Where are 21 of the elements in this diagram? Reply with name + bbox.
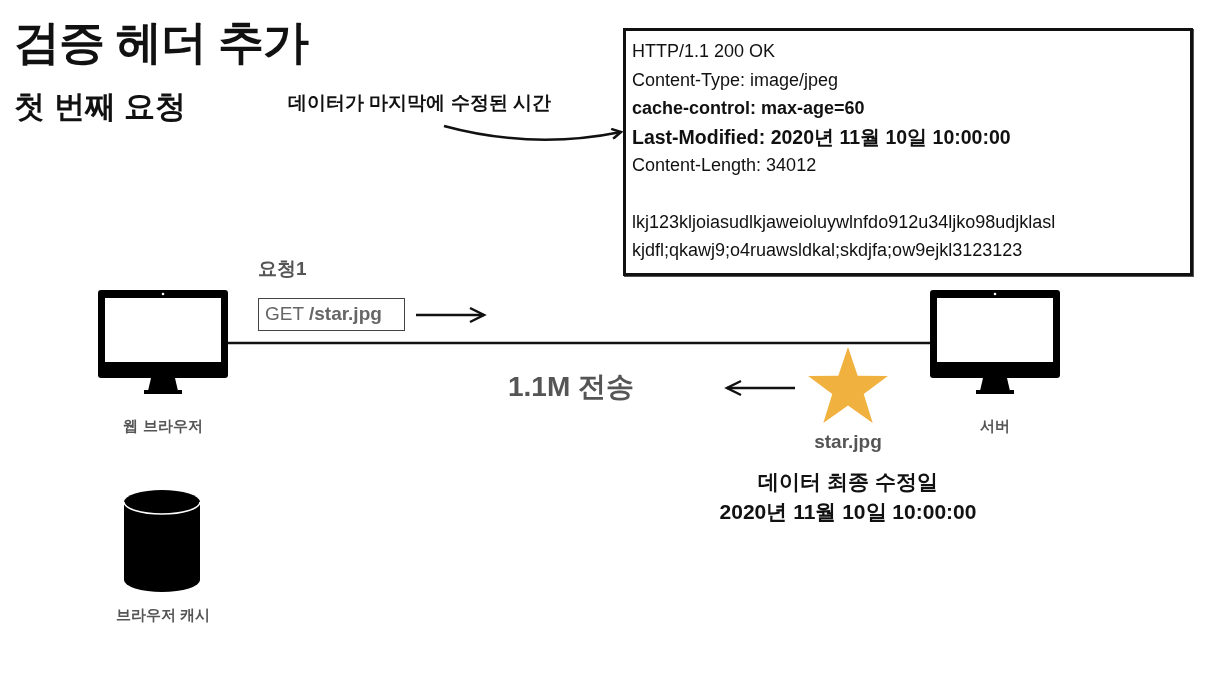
step-label: 요청1	[258, 257, 307, 281]
title: 검증 헤더 추가	[14, 15, 308, 70]
transfer-label: 1.1M 전송	[508, 370, 635, 404]
header-line: Last-Modified: 2020년 11월 10일 10:00:00	[632, 124, 1012, 150]
caption-text: 데이터 최종 수정일	[757, 469, 939, 495]
device-label: 브라우저 캐시	[114, 606, 212, 625]
device-label: 서버	[979, 417, 1011, 436]
response-body: lkj123kljoiasudlkjaweioluywlnfdo912u34ljko98udjklasl kjdfl;qkawj9;o4ruawsldkal;skdjfa;ow9ejkl3123123	[632, 210, 1057, 262]
http-response-box	[623, 28, 1193, 276]
curved-arrow	[443, 124, 623, 141]
annotation-text: 데이터가 마지막에 수정된 시간	[288, 91, 552, 115]
header-line: HTTP/1.1 200 OK	[632, 40, 777, 63]
subtitle: 첫 번째 요청	[14, 88, 187, 126]
connection-line	[228, 341, 930, 345]
date-text: 2020년 11월 10일 10:00:00	[718, 499, 978, 525]
header-line: Content-Type: image/jpeg	[632, 68, 840, 92]
header-line: cache-control: max-age=60	[632, 97, 866, 120]
file-name: star.jpg	[813, 431, 883, 453]
header-line: Content-Length: 34012	[632, 154, 818, 177]
device-label: 웹 브라우저	[122, 417, 204, 436]
request-box: GET /star.jpg	[258, 298, 405, 331]
